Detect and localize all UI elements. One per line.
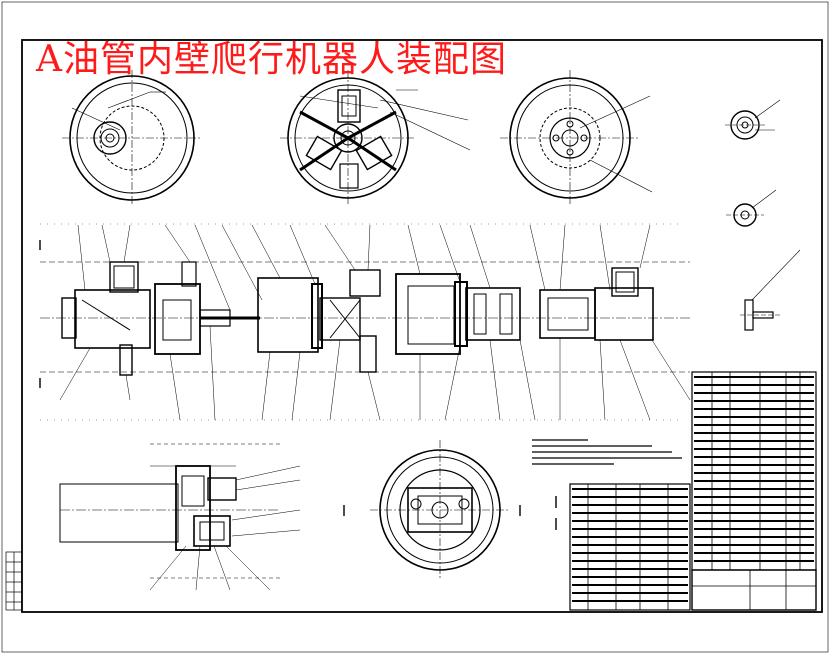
end-view-center-arms (280, 70, 471, 206)
end-view-right (500, 70, 653, 206)
drawing-border (21, 39, 823, 613)
parts-list-rows (572, 376, 814, 602)
technical-notes (532, 439, 682, 465)
parts-list-table (569, 371, 817, 611)
end-view-left (62, 70, 202, 206)
section-view-circular (343, 440, 521, 580)
drawing-title: A油管内壁爬行机器人装配图 (36, 39, 507, 80)
revision-stamp (5, 551, 23, 611)
section-view-lower-left (59, 443, 301, 591)
section-arrows (39, 240, 557, 530)
bracket-detail (740, 249, 801, 331)
detail-view-small (725, 99, 781, 227)
main-section-view (40, 223, 691, 421)
